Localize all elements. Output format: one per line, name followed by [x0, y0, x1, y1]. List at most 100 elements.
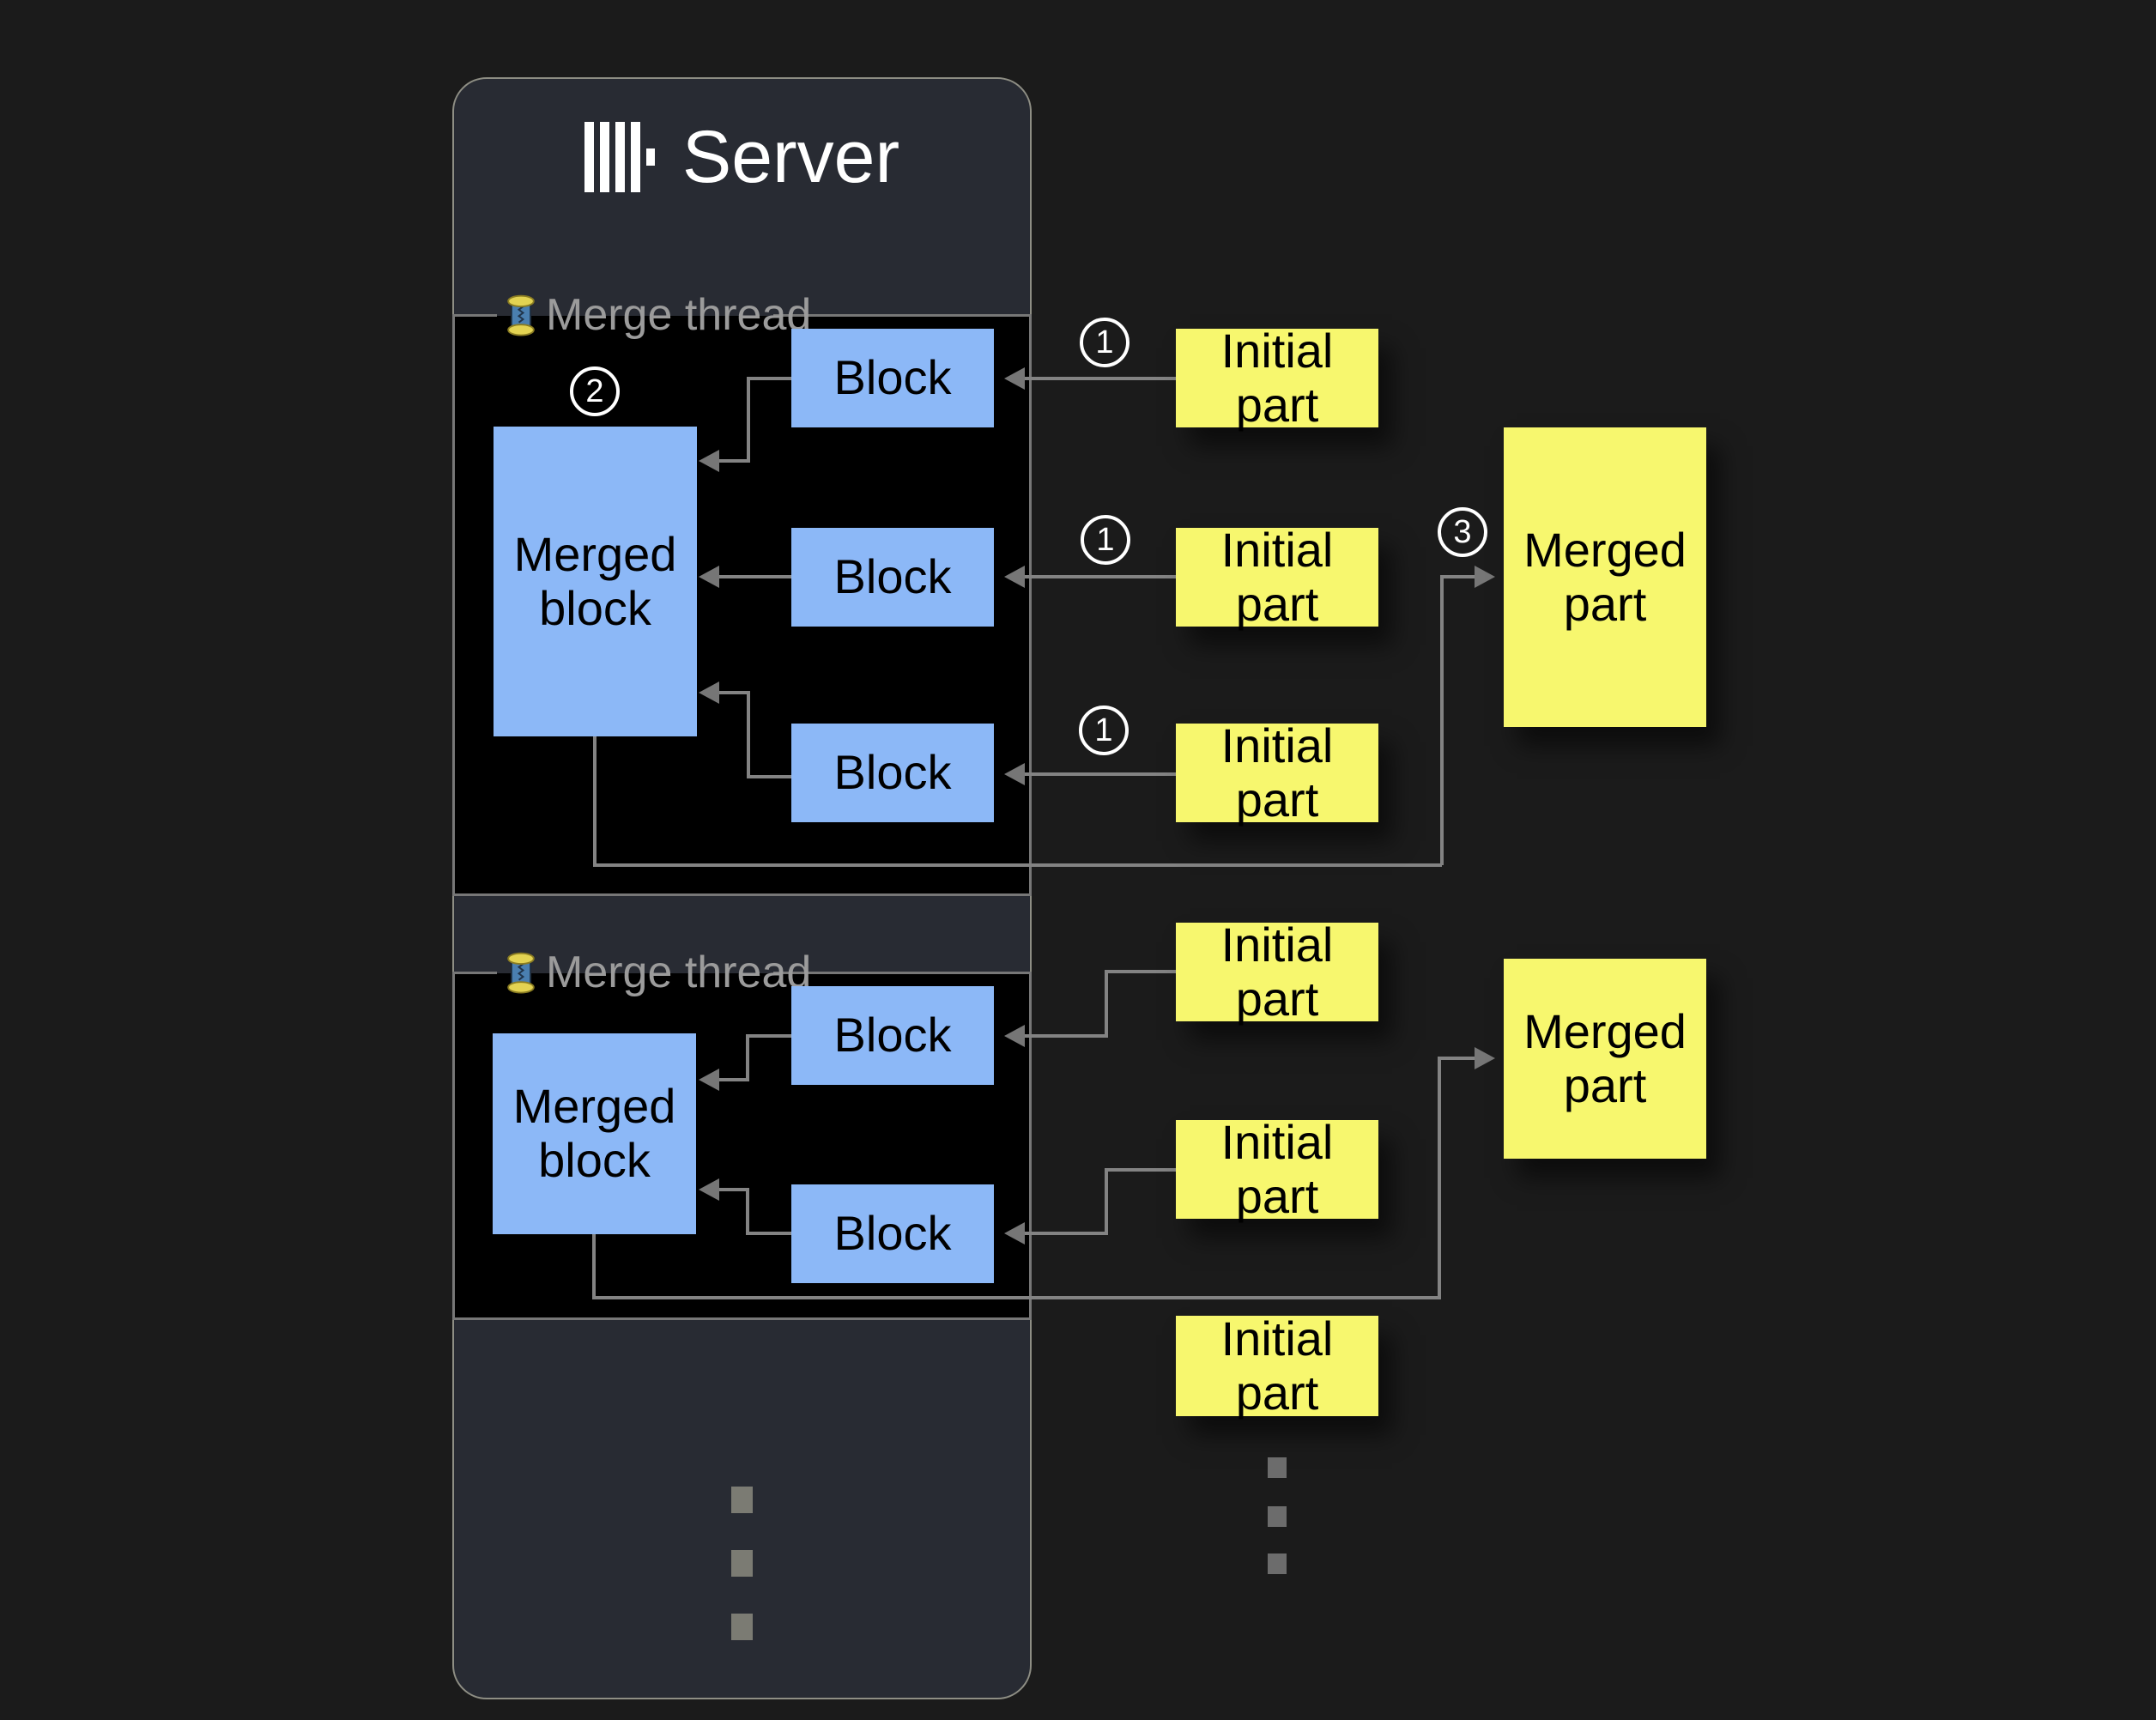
block-1: Block — [791, 329, 994, 427]
merged-part-label: Merged part — [1523, 1003, 1687, 1112]
block-label: Block — [833, 1206, 952, 1261]
arrow-line — [1025, 1034, 1106, 1038]
step-1-badge: 1 — [1079, 706, 1129, 755]
block-4: Block — [791, 986, 994, 1085]
initial-part-2: Initial part — [1176, 523, 1378, 630]
ellipsis-dot — [1268, 1553, 1287, 1574]
initial-part-1: Initial part — [1176, 324, 1378, 431]
arrowhead-left — [699, 566, 719, 588]
ellipsis-dot — [1268, 1506, 1287, 1527]
arrow-line — [1025, 377, 1176, 380]
clickhouse-logo-icon — [584, 122, 655, 192]
block-2: Block — [791, 528, 994, 627]
block-label: Block — [833, 350, 952, 405]
arrow-line — [747, 691, 750, 778]
step-3-number: 3 — [1453, 514, 1472, 550]
server-header: Server — [452, 118, 1032, 196]
arrowhead-left — [699, 1069, 719, 1091]
logo-bar — [615, 122, 625, 192]
arrow-line — [1025, 575, 1176, 578]
step-3-badge: 3 — [1438, 507, 1487, 557]
initial-part-5: Initial part — [1176, 1115, 1378, 1222]
step-1-badge: 1 — [1081, 515, 1130, 565]
initial-part-label: Initial part — [1220, 1311, 1334, 1420]
logo-bar — [599, 122, 609, 192]
arrow-line — [719, 575, 791, 578]
initial-part-label: Initial part — [1220, 522, 1334, 631]
ellipsis-dot — [731, 1614, 753, 1640]
arrow-line — [593, 736, 597, 867]
logo-short-bar — [645, 148, 655, 166]
arrow-line — [719, 1188, 748, 1191]
arrowhead-left — [1004, 566, 1025, 588]
thread-spool-icon — [507, 952, 535, 994]
logo-bar — [630, 122, 640, 192]
step-2-badge: 2 — [570, 366, 620, 416]
merged-block-label: Merged block — [513, 526, 677, 635]
arrow-line — [747, 377, 750, 463]
initial-part-label: Initial part — [1220, 1114, 1334, 1223]
arrow-line — [719, 691, 750, 694]
arrow-line — [1440, 575, 1475, 578]
arrow-line — [1025, 772, 1176, 776]
arrow-line — [1025, 1232, 1106, 1235]
block-3: Block — [791, 724, 994, 822]
block-label: Block — [833, 1008, 952, 1063]
initial-part-label: Initial part — [1220, 917, 1334, 1026]
ellipsis-dot — [731, 1550, 753, 1577]
merged-block-1: Merged block — [494, 427, 697, 736]
ellipsis-dot — [731, 1487, 753, 1513]
thread-spool-icon — [507, 294, 535, 336]
arrow-line — [746, 1188, 749, 1235]
block-5: Block — [791, 1184, 994, 1283]
initial-part-label: Initial part — [1220, 718, 1334, 827]
thread-border-segment — [773, 314, 1032, 317]
step-1-number: 1 — [1095, 324, 1114, 360]
arrow-line — [593, 863, 1442, 867]
arrow-line — [1438, 1057, 1475, 1060]
merged-block-2: Merged block — [493, 1033, 696, 1234]
arrowhead-left — [699, 450, 719, 472]
server-title: Server — [681, 116, 900, 198]
arrowhead-left — [1004, 1025, 1025, 1047]
arrow-line — [719, 1078, 748, 1081]
step-1-number: 1 — [1096, 522, 1115, 558]
arrow-line — [748, 377, 791, 380]
merged-block-label: Merged block — [512, 1079, 676, 1187]
arrow-line — [1440, 575, 1444, 865]
arrowhead-left — [1004, 367, 1025, 390]
arrow-line — [749, 1034, 791, 1038]
merge-thread-legend-2: Merge thread — [505, 948, 811, 996]
merge-thread-label: Merge thread — [546, 948, 812, 997]
arrow-line — [592, 1234, 596, 1299]
arrowhead-left — [699, 681, 719, 704]
logo-bar — [584, 122, 594, 192]
step-2-number: 2 — [585, 373, 604, 409]
arrow-line — [1108, 1168, 1176, 1172]
arrowhead-right — [1475, 566, 1495, 588]
initial-part-label: Initial part — [1220, 323, 1334, 432]
block-label: Block — [833, 549, 952, 604]
merged-part-label: Merged part — [1523, 522, 1687, 631]
arrow-line — [1105, 1168, 1108, 1235]
arrow-line — [592, 1296, 1441, 1299]
arrowhead-left — [1004, 763, 1025, 785]
thread-border-segment — [773, 972, 1032, 974]
merge-thread-label: Merge thread — [546, 290, 812, 340]
arrowhead-left — [1004, 1222, 1025, 1245]
arrow-line — [1105, 970, 1108, 1038]
ellipsis-dot — [1268, 1457, 1287, 1478]
merged-part-1: Merged part — [1504, 427, 1706, 727]
step-1-badge: 1 — [1080, 318, 1129, 367]
arrow-line — [1108, 970, 1176, 973]
thread-border-segment — [452, 314, 497, 317]
initial-part-3: Initial part — [1176, 718, 1378, 826]
arrow-line — [1438, 1057, 1441, 1298]
initial-part-6: Initial part — [1176, 1311, 1378, 1419]
initial-part-4: Initial part — [1176, 918, 1378, 1025]
merged-part-2: Merged part — [1504, 959, 1706, 1159]
arrow-line — [748, 775, 791, 778]
thread-border-segment — [452, 972, 497, 974]
arrow-line — [749, 1232, 791, 1235]
